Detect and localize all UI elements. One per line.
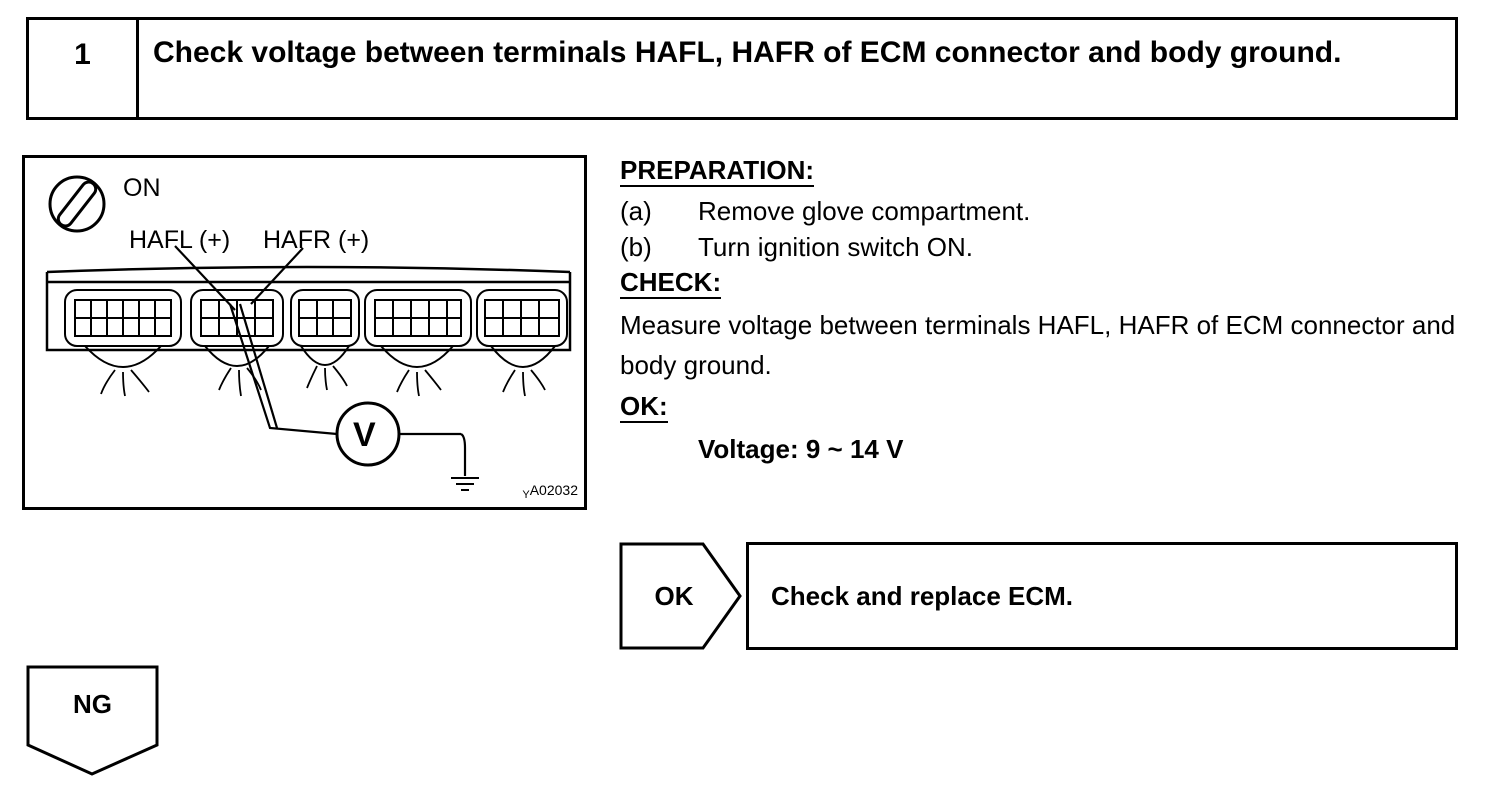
connector-3 [290, 289, 360, 366]
connector-1 [64, 289, 182, 368]
connector-5 [476, 289, 568, 368]
ok-spec: Voltage: 9 ~ 14 V [698, 434, 904, 464]
ok-label: OK [654, 581, 694, 611]
ok-heading: OK: [620, 391, 668, 423]
check-heading: CHECK: [620, 267, 722, 299]
ignition-on-label: ON [123, 174, 161, 202]
step-header: 1 Check voltage between terminals HAFL, … [26, 17, 1458, 120]
instructions-panel: PREPARATION: (a) Remove glove compartmen… [620, 153, 1460, 469]
step-text: Turn ignition switch ON. [698, 232, 974, 262]
connector-2 [190, 289, 284, 367]
ecm-body [45, 265, 572, 352]
wiring-figure: ON HAFL (+) HAFR (+) V YA02032 [22, 155, 587, 510]
probe-leads [174, 245, 467, 476]
step-text: Remove glove compartment. [698, 196, 1031, 226]
ok-action-box: Check and replace ECM. [746, 542, 1458, 650]
step-title: Check voltage between terminals HAFL, HA… [153, 36, 1342, 69]
ok-arrow-shape [619, 542, 742, 650]
preparation-step: (b) Turn ignition switch ON. [620, 229, 1460, 265]
terminal-hafr-label: HAFR (+) [263, 226, 370, 254]
figure-code: YA02032 [522, 482, 578, 501]
terminal-hafl-label: HAFL (+) [129, 226, 231, 254]
connector-4 [364, 289, 472, 368]
preparation-heading: PREPARATION: [620, 155, 815, 187]
voltmeter-label: V [353, 416, 376, 454]
step-letter: (a) [620, 196, 652, 226]
ng-label: NG [73, 689, 112, 719]
ignition-switch-icon [48, 175, 106, 233]
ng-result-tag: NG [26, 665, 159, 777]
step-number: 1 [29, 20, 139, 117]
wire-harness [100, 365, 546, 397]
ground-icon [451, 477, 479, 491]
ecm-connector-diagram [45, 175, 572, 491]
check-text: Measure voltage between terminals HAFL, … [620, 310, 1456, 380]
preparation-step: (a) Remove glove compartment. [620, 193, 1460, 229]
step-letter: (b) [620, 232, 652, 262]
voltmeter-icon [335, 401, 401, 467]
ok-result-tag: OK [619, 542, 743, 650]
ng-arrow-shape [26, 665, 159, 776]
